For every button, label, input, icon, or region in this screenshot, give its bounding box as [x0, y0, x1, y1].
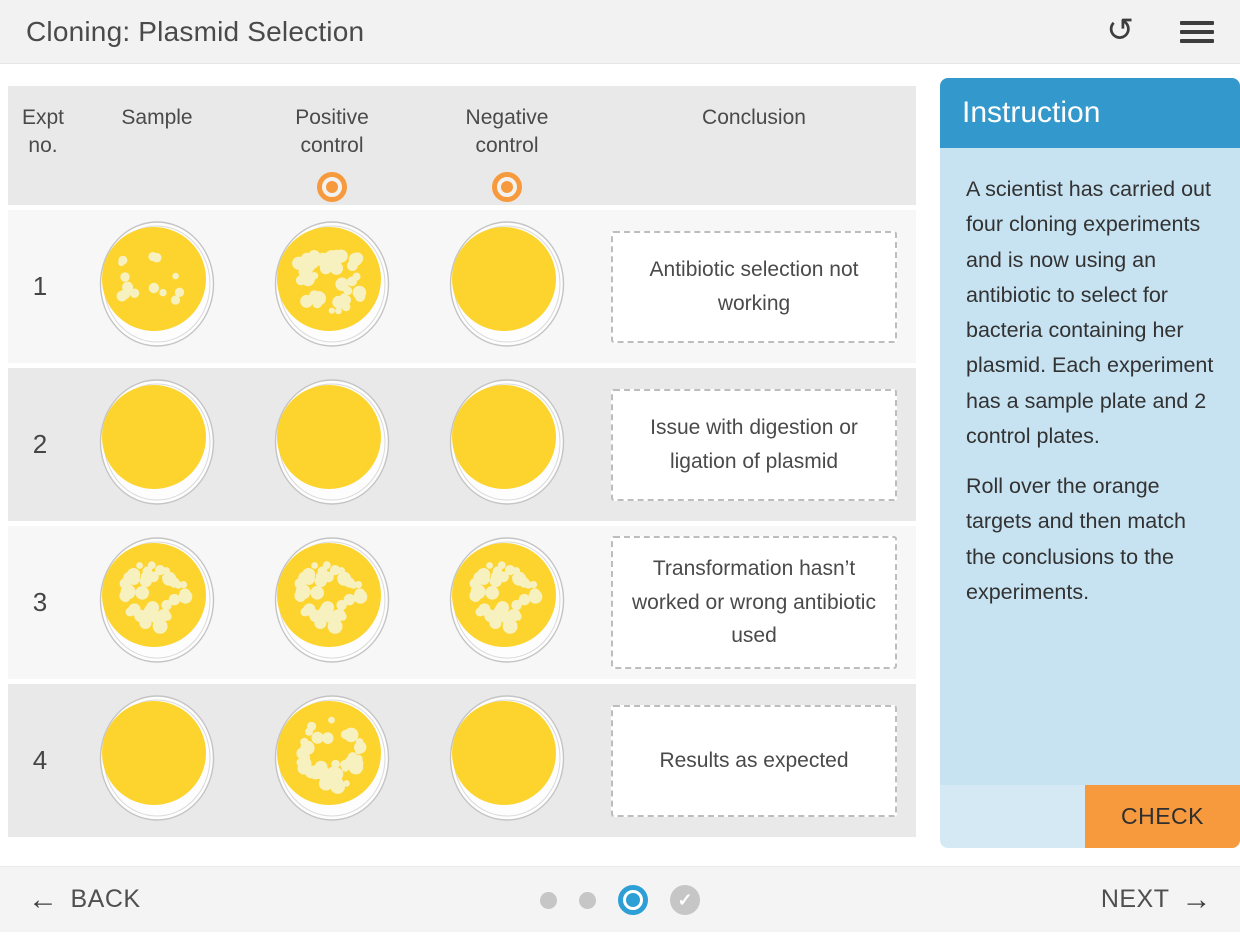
- progress-dot-3-current[interactable]: [618, 885, 648, 915]
- title-bar: Cloning: Plasmid Selection ↺: [0, 0, 1240, 64]
- target-icon-positive-control[interactable]: [317, 171, 347, 202]
- experiment-table: Expt no. Sample Positive control Negativ…: [8, 86, 916, 842]
- conclusion-cell: Transformation hasn’t worked or wrong an…: [592, 536, 916, 669]
- experiment-row-1: 1 Antibiotic selection not working: [8, 210, 916, 363]
- bottom-nav-bar: ← BACK ✓ NEXT →: [0, 866, 1240, 932]
- progress-dot-4-complete[interactable]: ✓: [670, 885, 700, 915]
- expt-number: 1: [32, 271, 48, 301]
- instruction-text: A scientist has carried out four cloning…: [940, 148, 1240, 785]
- petri-dish-icon: [448, 220, 566, 353]
- petri-dish-icon: [98, 220, 216, 353]
- target-dot-icon: [326, 180, 338, 193]
- left-arrow-icon: ←: [28, 882, 59, 916]
- petri-dish-icon: [448, 536, 566, 669]
- petri-dish-icon: [448, 694, 566, 827]
- back-label: BACK: [70, 885, 141, 913]
- petri-plate-positive: [242, 694, 422, 827]
- petri-plate-positive: [242, 378, 422, 511]
- petri-dish-icon: [448, 378, 566, 511]
- conclusion-card[interactable]: Transformation hasn’t worked or wrong an…: [611, 536, 897, 669]
- petri-dish-icon: [98, 694, 216, 827]
- petri-plate-negative: [422, 536, 592, 669]
- progress-dots: ✓: [540, 867, 700, 933]
- petri-plate-sample: [72, 378, 242, 511]
- instruction-paragraph: Roll over the orange targets and then ma…: [966, 474, 1186, 604]
- reset-icon[interactable]: ↺: [1106, 11, 1134, 48]
- next-label: NEXT: [1100, 885, 1170, 913]
- column-header-conclusion: Conclusion: [702, 106, 806, 129]
- conclusion-cell: Results as expected: [592, 704, 916, 817]
- petri-dish-icon: [273, 220, 391, 353]
- petri-plate-positive: [242, 536, 422, 669]
- petri-plate-sample: [72, 694, 242, 827]
- petri-plate-negative: [422, 378, 592, 511]
- experiment-row-4: 4 Results as expected: [8, 684, 916, 837]
- target-icon-negative-control[interactable]: [492, 171, 522, 202]
- conclusion-card[interactable]: Issue with digestion or ligation of plas…: [611, 388, 897, 501]
- petri-dish-icon: [273, 536, 391, 669]
- petri-plate-sample: [72, 220, 242, 353]
- progress-dot-1[interactable]: [540, 891, 557, 909]
- column-header-negative-control: Negative control: [422, 86, 592, 205]
- instruction-panel-title: Instruction: [940, 78, 1240, 148]
- petri-dish-icon: [98, 378, 216, 511]
- next-button[interactable]: NEXT →: [1100, 882, 1212, 916]
- back-button[interactable]: ← BACK: [28, 882, 141, 916]
- check-button[interactable]: CHECK: [1085, 785, 1240, 848]
- instruction-panel-footer: CHECK: [940, 785, 1240, 848]
- petri-plate-negative: [422, 694, 592, 827]
- instruction-paragraph: A scientist has carried out four cloning…: [966, 177, 1214, 448]
- page-title: Cloning: Plasmid Selection: [26, 15, 365, 47]
- column-header-sample: Sample: [121, 106, 193, 129]
- expt-number: 2: [32, 429, 48, 459]
- experiment-row-3: 3 Transformation hasn’t worked or wrong …: [8, 526, 916, 679]
- conclusion-cell: Antibiotic selection not working: [592, 230, 916, 343]
- petri-dish-icon: [273, 378, 391, 511]
- expt-number: 4: [32, 745, 48, 775]
- petri-plate-negative: [422, 220, 592, 353]
- progress-dot-2[interactable]: [579, 891, 596, 909]
- hamburger-menu-icon[interactable]: [1180, 20, 1214, 43]
- column-header-positive-control: Positive control: [242, 86, 422, 205]
- instruction-panel: Instruction A scientist has carried out …: [940, 78, 1240, 848]
- conclusion-card[interactable]: Antibiotic selection not working: [611, 230, 897, 343]
- experiment-row-2: 2 Issue with digestion or ligation of pl…: [8, 368, 916, 521]
- petri-dish-icon: [98, 536, 216, 669]
- conclusion-cell: Issue with digestion or ligation of plas…: [592, 388, 916, 501]
- conclusion-card[interactable]: Results as expected: [611, 704, 897, 817]
- petri-plate-positive: [242, 220, 422, 353]
- target-dot-icon: [501, 180, 513, 193]
- table-header-row: Expt no. Sample Positive control Negativ…: [8, 86, 916, 205]
- right-arrow-icon: →: [1181, 882, 1212, 916]
- petri-plate-sample: [72, 536, 242, 669]
- expt-number: 3: [32, 587, 48, 617]
- petri-dish-icon: [273, 694, 391, 827]
- column-header-expt-no: Expt no.: [21, 106, 65, 158]
